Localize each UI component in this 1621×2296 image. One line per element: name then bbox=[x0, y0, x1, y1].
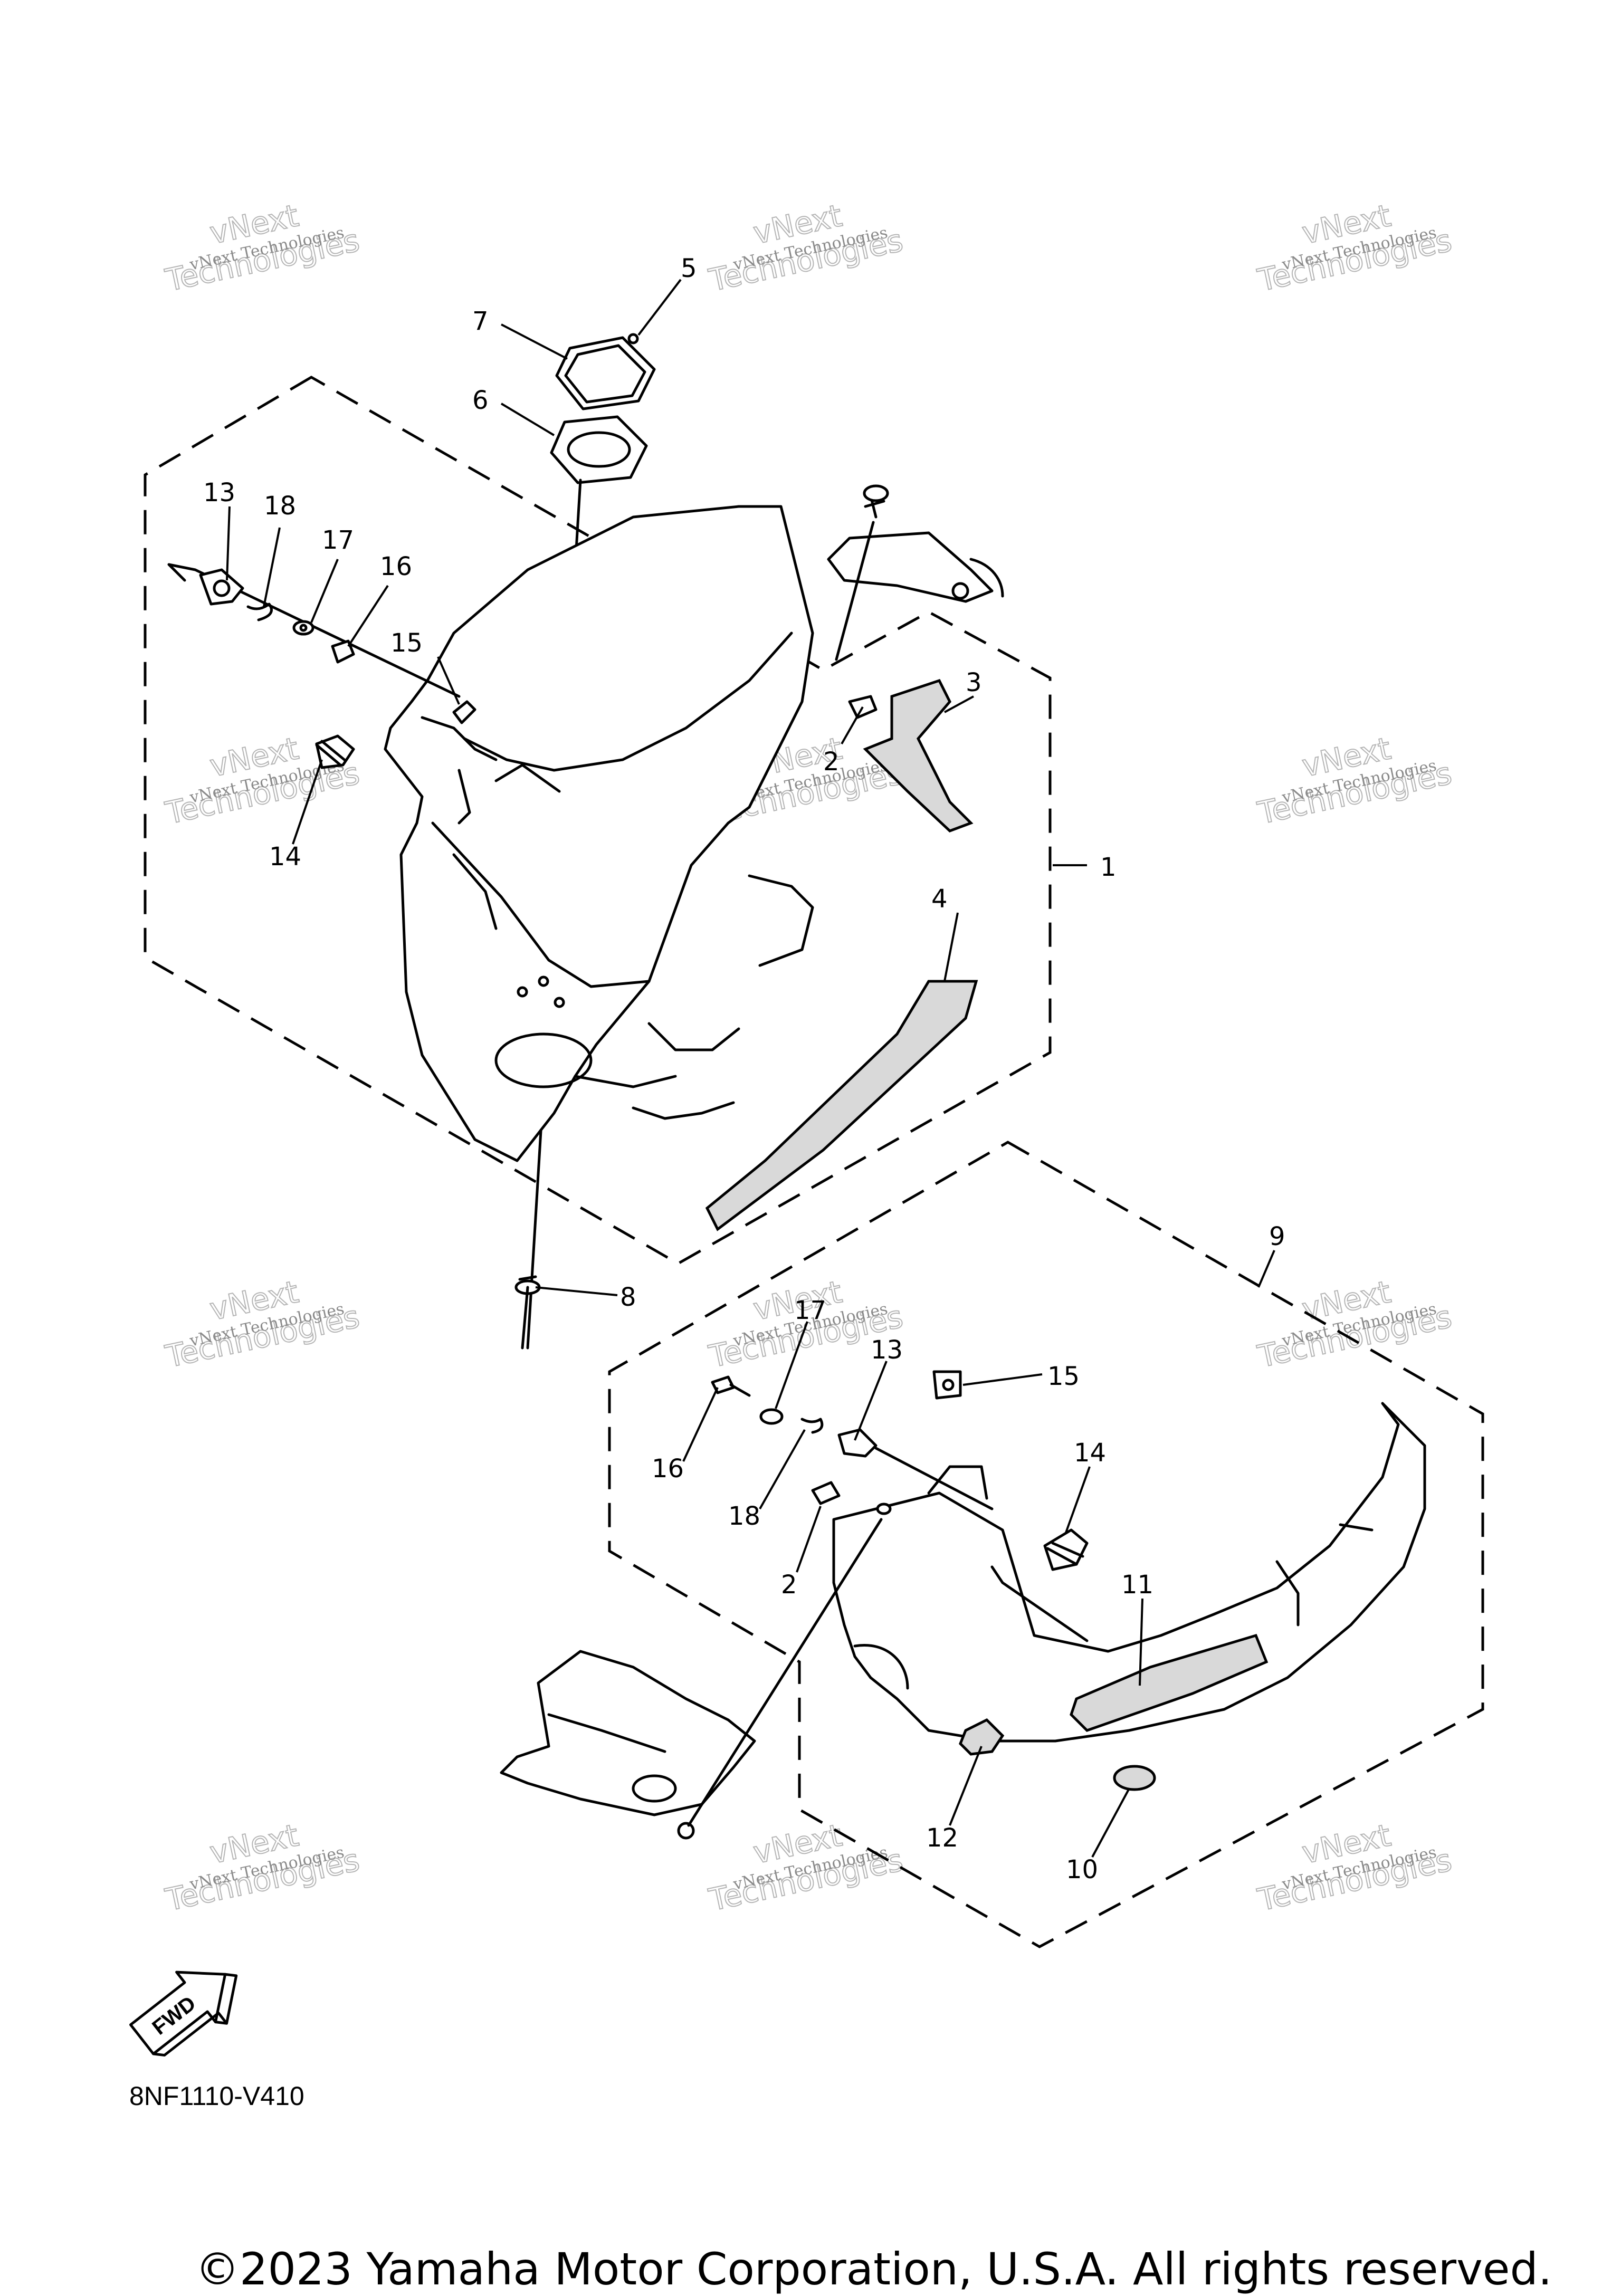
part-6-plate bbox=[550, 415, 648, 484]
watermark: Technologies vNext vNext Technologies bbox=[1254, 730, 1455, 831]
part-5-screw bbox=[627, 333, 639, 345]
assembly-group-1-outline bbox=[144, 376, 1052, 1265]
watermark: Technologies vNext vNext Technologies bbox=[1254, 197, 1455, 299]
callout-3: 3 bbox=[966, 668, 982, 697]
callout-labels: 1 2 3 4 5 6 7 8 9 10 11 12 13 14 15 16 1… bbox=[203, 254, 1285, 1884]
fwd-arrow-icon: FWD bbox=[129, 1970, 238, 2057]
callout-4: 4 bbox=[931, 884, 948, 914]
callout-5: 5 bbox=[681, 254, 697, 283]
callout-15: 15 bbox=[390, 628, 423, 658]
callout-17-lower: 17 bbox=[794, 1296, 826, 1325]
callout-18: 18 bbox=[264, 491, 296, 521]
callout-12: 12 bbox=[926, 1823, 958, 1853]
callout-9: 9 bbox=[1269, 1222, 1285, 1251]
callout-2: 2 bbox=[823, 747, 840, 777]
part-12-foam-pad bbox=[959, 1718, 1005, 1756]
part-10-foam-pad bbox=[1113, 1765, 1156, 1791]
part-9-lower-cover bbox=[832, 1402, 1426, 1743]
watermark: Technologies vNext vNext Technologies bbox=[1254, 1273, 1455, 1375]
callout-14-lower: 14 bbox=[1074, 1438, 1106, 1468]
callout-17: 17 bbox=[322, 525, 354, 555]
assembly-group-9-outline bbox=[608, 1141, 1484, 1948]
callout-10: 10 bbox=[1066, 1855, 1098, 1884]
callout-13: 13 bbox=[203, 478, 235, 508]
callout-11: 11 bbox=[1121, 1570, 1153, 1600]
part-1-upper-cover bbox=[384, 505, 814, 1162]
part-4-foam-strip bbox=[705, 980, 978, 1231]
callout-13-lower: 13 bbox=[871, 1335, 903, 1365]
watermark: Technologies vNext vNext Technologies bbox=[1254, 1816, 1455, 1918]
watermark: Technologies vNext vNext Technologies bbox=[705, 197, 907, 299]
leader-lines bbox=[226, 279, 1275, 1858]
copyright-notice: ©2023 Yamaha Motor Corporation, U.S.A. A… bbox=[195, 2243, 1552, 2295]
part-mount-bracket-lower bbox=[500, 1518, 883, 1840]
watermark: Technologies vNext vNext Technologies bbox=[161, 1273, 363, 1375]
callout-15-lower: 15 bbox=[1047, 1362, 1080, 1391]
lower-hardware-cluster bbox=[711, 1370, 1089, 1571]
part-3-foam-pad bbox=[863, 678, 974, 833]
callout-16-lower: 16 bbox=[652, 1454, 684, 1484]
callout-1: 1 bbox=[1100, 853, 1117, 882]
callout-2-lower: 2 bbox=[781, 1570, 797, 1600]
part-11-foam-strip bbox=[1070, 1633, 1269, 1732]
callout-14: 14 bbox=[269, 842, 301, 872]
watermark: Technologies vNext vNext Technologies bbox=[161, 730, 363, 831]
callout-18-lower: 18 bbox=[728, 1501, 760, 1531]
callout-8: 8 bbox=[620, 1283, 636, 1312]
part-7-gasket bbox=[555, 336, 656, 410]
callout-6: 6 bbox=[472, 386, 489, 415]
watermark: Technologies vNext vNext Technologies bbox=[161, 197, 363, 299]
watermark: Technologies vNext vNext Technologies bbox=[705, 1816, 907, 1918]
watermark: Technologies vNext vNext Technologies bbox=[161, 1816, 363, 1918]
part-mount-bracket-upper bbox=[827, 484, 1004, 661]
callout-16: 16 bbox=[380, 552, 412, 581]
callout-7: 7 bbox=[472, 307, 489, 336]
diagram-code: 8NF1110-V410 bbox=[129, 2081, 304, 2111]
